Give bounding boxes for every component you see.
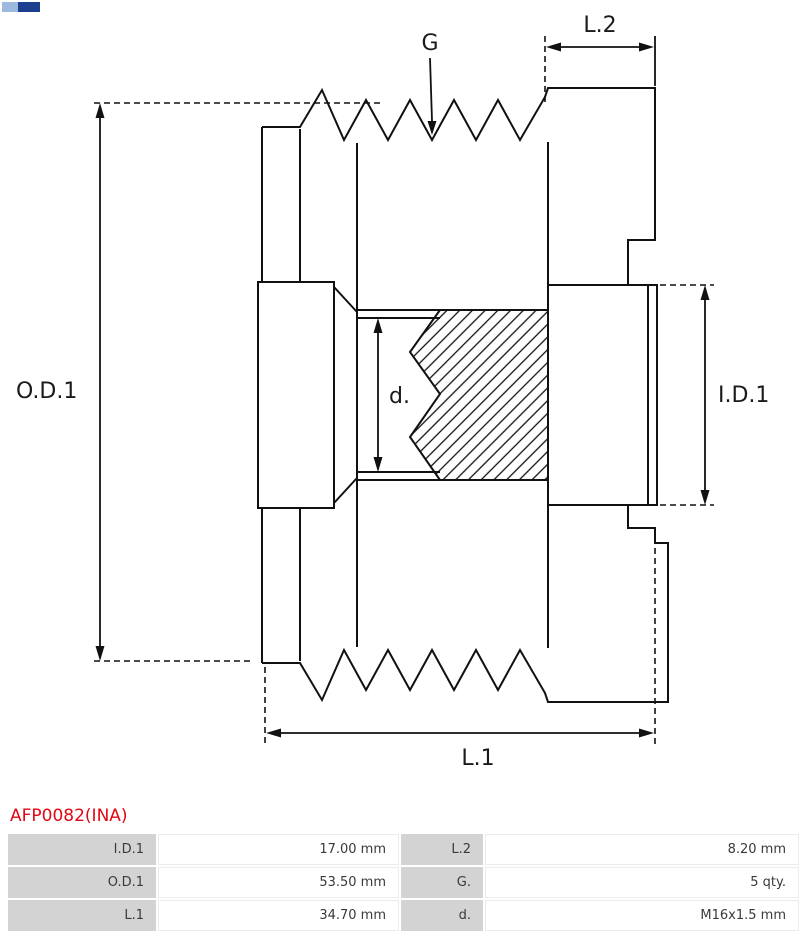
- label-od1: O.D.1: [16, 379, 77, 404]
- logo-segment-dark: [17, 2, 40, 12]
- label-g: G: [421, 31, 438, 56]
- part-number: AFP0082(INA): [10, 806, 128, 826]
- label-d: d.: [389, 384, 410, 409]
- technical-drawing: G L.2 O.D.1 I.D.1 d. L.1: [16, 13, 769, 771]
- spec-label-g: G.: [401, 867, 483, 898]
- spec-value-g: 5 qty.: [485, 867, 799, 898]
- table-row: O.D.1 53.50 mm G. 5 qty.: [8, 867, 799, 898]
- spec-label-d: d.: [401, 900, 483, 931]
- spec-label-id1: I.D.1: [8, 834, 156, 865]
- knurled-hub-block: [257, 281, 358, 509]
- spec-value-id1: 17.00 mm: [158, 834, 399, 865]
- spec-label-od1: O.D.1: [8, 867, 156, 898]
- dimension-id1: I.D.1: [660, 284, 769, 506]
- dimension-od1: O.D.1: [16, 102, 383, 662]
- threaded-bore: [356, 309, 548, 481]
- g-arrowhead: [427, 121, 437, 135]
- dimension-g: G: [421, 31, 439, 135]
- thread-hatch-area: [410, 310, 548, 480]
- dimension-l2: L.2: [544, 13, 656, 103]
- label-l2: L.2: [583, 13, 616, 38]
- spec-label-l2: L.2: [401, 834, 483, 865]
- label-id1: I.D.1: [718, 383, 769, 408]
- table-row: L.1 34.70 mm d. M16x1.5 mm: [8, 900, 799, 931]
- dimension-l1: L.1: [264, 548, 656, 771]
- spec-value-d: M16x1.5 mm: [485, 900, 799, 931]
- spec-value-od1: 53.50 mm: [158, 867, 399, 898]
- right-hub-block: [547, 284, 649, 506]
- dimension-d: d.: [373, 318, 410, 472]
- table-row: I.D.1 17.00 mm L.2 8.20 mm: [8, 834, 799, 865]
- spec-value-l2: 8.20 mm: [485, 834, 799, 865]
- spec-value-l1: 34.70 mm: [158, 900, 399, 931]
- label-l1: L.1: [461, 746, 494, 771]
- thread-zigzag: [408, 309, 442, 481]
- spec-label-l1: L.1: [8, 900, 156, 931]
- spec-table: I.D.1 17.00 mm L.2 8.20 mm O.D.1 53.50 m…: [6, 832, 801, 933]
- logo-fragment: [2, 2, 40, 12]
- logo-segment-light: [2, 2, 18, 12]
